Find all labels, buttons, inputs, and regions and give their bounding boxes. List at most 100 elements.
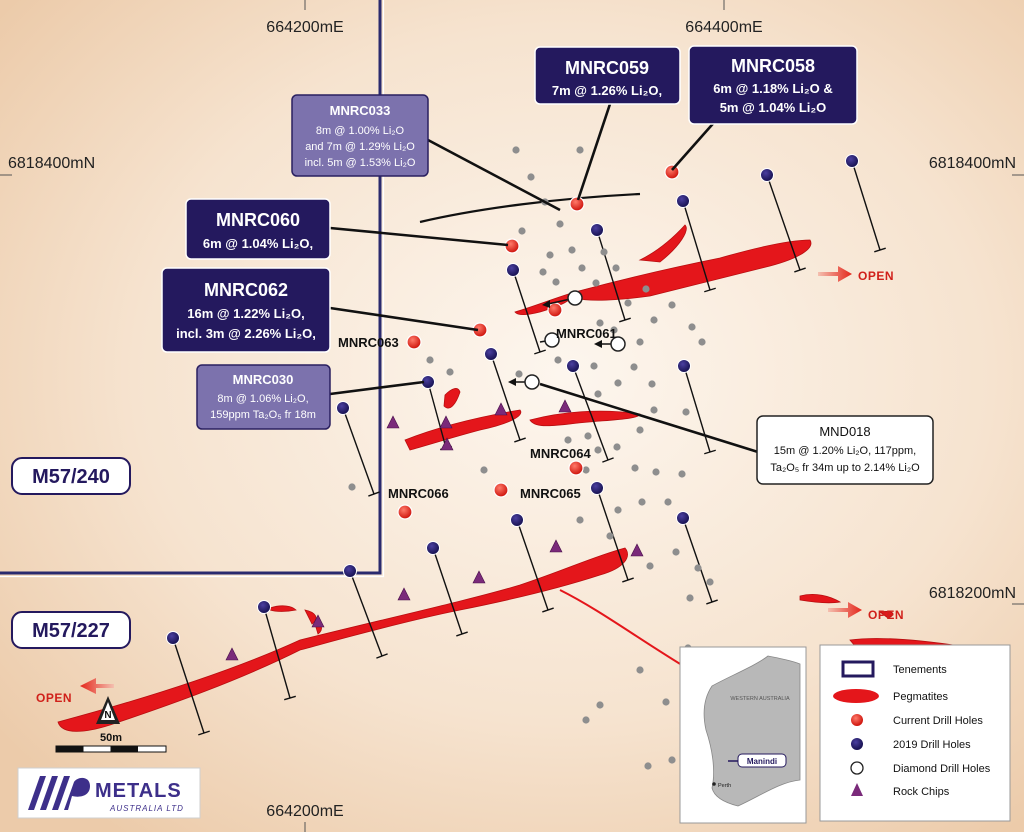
- gray-collar-dot: [612, 264, 620, 272]
- callout-mnrc030: MNRC030 8m @ 1.06% Li₂O, 159ppm Ta₂O₅ fr…: [196, 364, 331, 430]
- svg-text:OPEN: OPEN: [868, 608, 904, 622]
- drill-trace-end: [874, 247, 886, 253]
- legend-rock-chips: Rock Chips: [893, 786, 950, 798]
- drill-holes-2019: [166, 154, 859, 645]
- svg-text:5m @ 1.04% Li₂O: 5m @ 1.04% Li₂O: [720, 100, 827, 115]
- gray-collar-dot: [706, 578, 714, 586]
- legend-current-drill: Current Drill Holes: [893, 715, 983, 727]
- drill-trace-end: [376, 653, 388, 659]
- legend-tenement-icon: [841, 660, 875, 678]
- gray-collar-dot: [596, 701, 604, 709]
- northing-label-right: 6818400mN: [929, 155, 1016, 172]
- open-arrow-west: OPEN: [36, 678, 114, 705]
- blue-drill-hole: [257, 600, 271, 614]
- gray-collar-dot: [610, 326, 618, 334]
- drill-trace-end: [602, 457, 614, 463]
- gray-collar-dot: [672, 548, 680, 556]
- rock-chip-triangle: [494, 402, 508, 416]
- svg-text:MNRC062: MNRC062: [204, 280, 288, 300]
- blue-drill-hole: [336, 401, 350, 415]
- gray-collar-dot: [348, 483, 356, 491]
- gray-collar-dot: [552, 278, 560, 286]
- svg-text:incl. 3m @ 2.26% Li₂O,: incl. 3m @ 2.26% Li₂O,: [176, 326, 316, 341]
- drill-trace: [490, 353, 521, 441]
- pegmatite-trace: [559, 589, 691, 671]
- gray-collar-dot: [678, 470, 686, 478]
- svg-text:50m: 50m: [100, 732, 122, 744]
- drill-trace: [342, 407, 375, 495]
- svg-text:Perth: Perth: [718, 783, 731, 789]
- rock-chip-triangle: [311, 614, 325, 628]
- gray-collar-dot: [648, 380, 656, 388]
- gray-collar-dot: [686, 594, 694, 602]
- gray-collar-dot: [518, 227, 526, 235]
- drill-trace: [172, 637, 205, 734]
- red-drill-hole: [493, 482, 509, 498]
- callout-mnrc033: MNRC033 8m @ 1.00% Li₂O and 7m @ 1.29% L…: [291, 94, 429, 177]
- gray-collar-dot: [527, 173, 535, 181]
- svg-text:8m @ 1.06% Li₂O,: 8m @ 1.06% Li₂O,: [217, 393, 308, 405]
- gray-collar-dot: [650, 406, 658, 414]
- blue-drill-hole: [590, 481, 604, 495]
- drill-trace-end: [198, 730, 210, 736]
- gray-collar-dot: [624, 299, 632, 307]
- drill-trace-end: [622, 577, 634, 583]
- svg-text:METALS: METALS: [95, 780, 182, 802]
- gray-collar-dot: [590, 362, 598, 370]
- svg-text:incl. 5m @ 1.53% Li₂O: incl. 5m @ 1.53% Li₂O: [305, 157, 416, 169]
- drill-trace-end: [456, 631, 468, 637]
- svg-text:N: N: [104, 710, 111, 721]
- gray-collar-dot: [426, 356, 434, 364]
- logo-mark-icon: [28, 776, 90, 810]
- gray-collar-dot: [630, 363, 638, 371]
- scale-bar: 50m: [55, 732, 167, 753]
- gray-collar-dot: [642, 285, 650, 293]
- gray-collar-dot: [480, 466, 488, 474]
- blue-drill-hole: [590, 223, 604, 237]
- drill-trace: [432, 547, 463, 635]
- open-arrow-east-lower: OPEN: [828, 602, 904, 622]
- drill-trace-end: [284, 695, 296, 701]
- rock-chip-triangle: [472, 570, 486, 584]
- drill-trace: [349, 570, 383, 657]
- gray-collar-dot: [594, 390, 602, 398]
- blue-drill-hole: [760, 168, 774, 182]
- svg-text:MNRC058: MNRC058: [731, 56, 815, 76]
- structure-lines: [419, 192, 641, 224]
- gray-collar-dot: [650, 316, 658, 324]
- gray-collar-dot: [606, 532, 614, 540]
- tenement-boundary-inner: [0, 0, 385, 578]
- rock-chip-triangle: [386, 415, 400, 429]
- gray-collar-dot: [694, 564, 702, 572]
- blue-drill-hole: [166, 631, 180, 645]
- gray-collar-dot: [568, 246, 576, 254]
- rock-chips: [225, 399, 644, 661]
- legend-2019-drill: 2019 Drill Holes: [893, 739, 971, 751]
- red-drill-hole: [397, 504, 413, 520]
- svg-text:8m @ 1.00% Li₂O: 8m @ 1.00% Li₂O: [316, 125, 405, 137]
- gray-collar-dot: [698, 338, 706, 346]
- gray-collar-dot: [652, 468, 660, 476]
- north-arrow: N: [96, 696, 120, 724]
- gray-collar-dot: [646, 562, 654, 570]
- gray-collar-dot: [556, 220, 564, 228]
- svg-text:6m @ 1.18% Li₂O &: 6m @ 1.18% Li₂O &: [713, 81, 833, 96]
- gray-collar-dot: [582, 466, 590, 474]
- gray-collar-dot: [546, 251, 554, 259]
- gray-collar-dot: [600, 248, 608, 256]
- hole-labels: MNRC061 MNRC063 MNRC064 MNRC065 MNRC066: [338, 326, 617, 501]
- svg-text:Manindi: Manindi: [747, 757, 777, 766]
- drill-trace: [682, 517, 713, 603]
- callout-mnrc060: MNRC060 6m @ 1.04% Li₂O,: [185, 198, 331, 260]
- open-arrow-east-upper: OPEN: [818, 266, 894, 283]
- callout-mnd018: MND018 15m @ 1.20% Li₂O, 117ppm, Ta₂O₅ f…: [756, 415, 934, 485]
- drill-trace-end: [368, 491, 380, 497]
- drill-trace: [572, 365, 609, 461]
- legend-red-dot-icon: [851, 714, 863, 726]
- svg-text:MND018: MND018: [819, 424, 870, 439]
- easting-label-left: 664200mE: [266, 19, 343, 36]
- blue-drill-hole: [510, 513, 524, 527]
- blue-drill-hole: [566, 359, 580, 373]
